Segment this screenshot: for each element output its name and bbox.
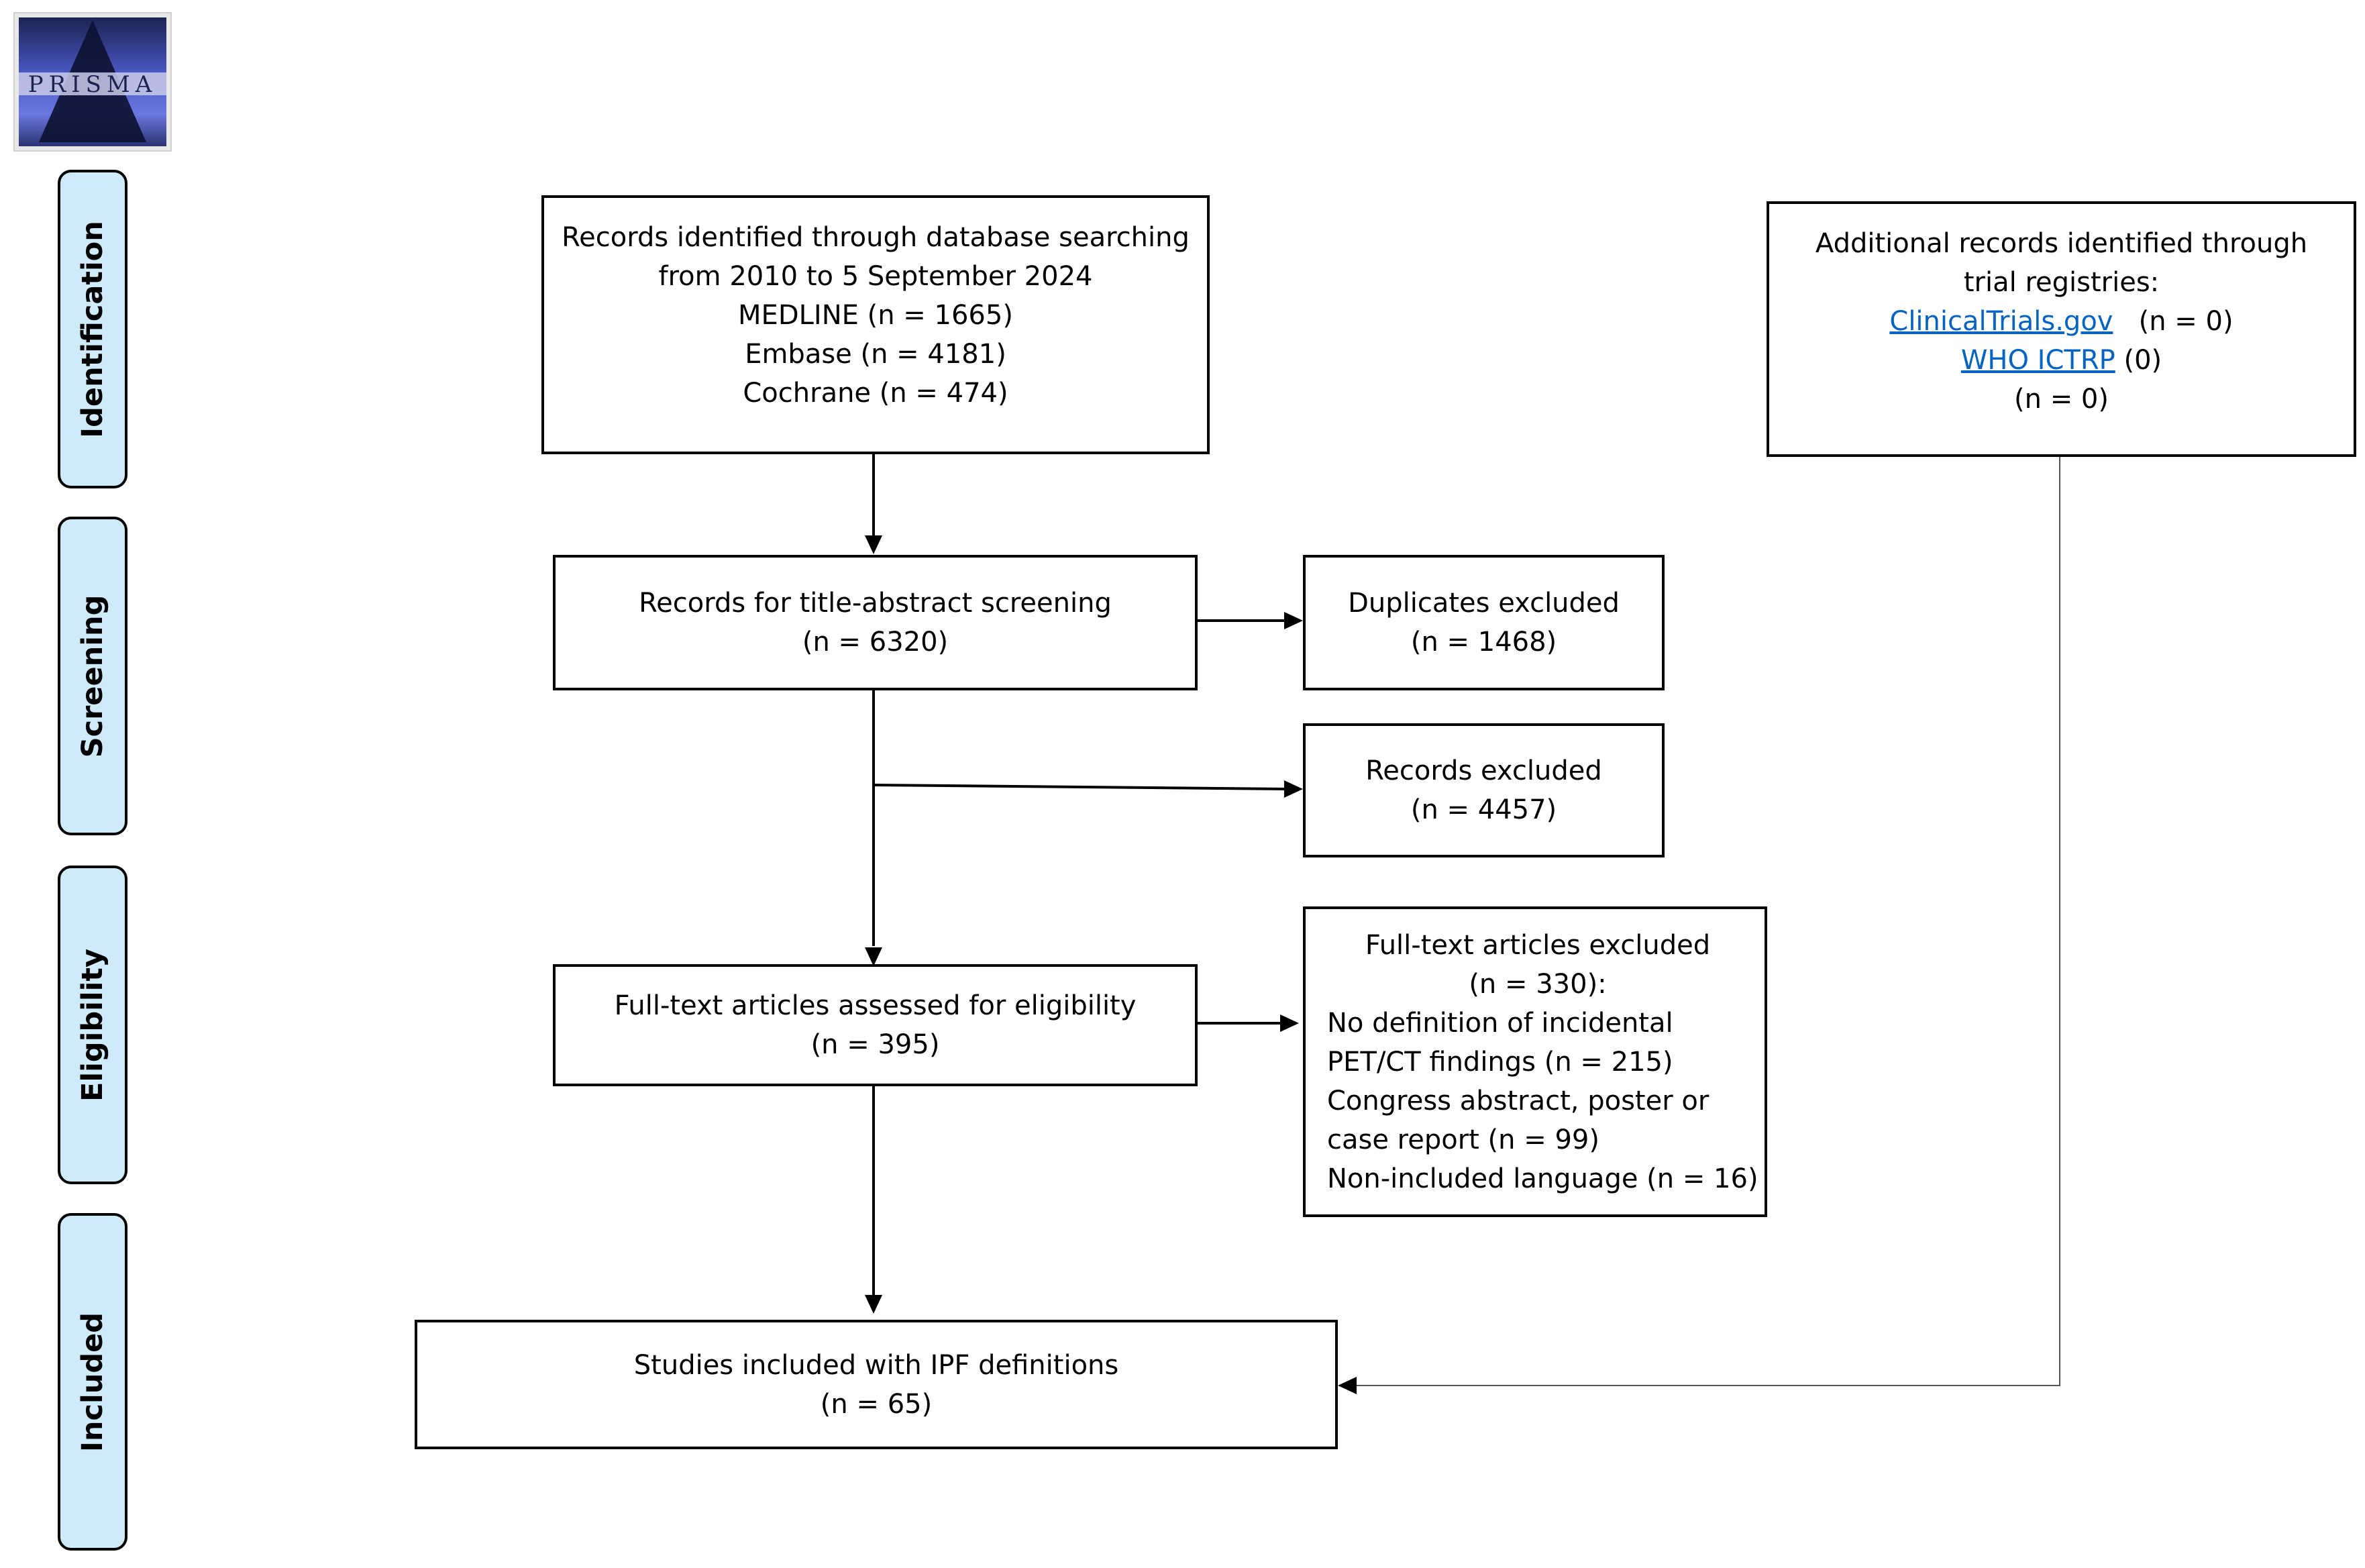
stage-screening: Screening <box>58 517 127 835</box>
line-additional-to-included <box>1353 455 2060 1386</box>
box-line: (n = 0) <box>2014 384 2109 415</box>
box-line: (n = 330): <box>1469 968 1607 1000</box>
registry-line-who: WHO ICTRP (0) <box>1961 341 2162 380</box>
box-line: Embase (n = 4181) <box>745 339 1006 370</box>
box-line: Records for title-abstract screening <box>639 588 1112 619</box>
exclusion-reason: PET/CT findings (n = 215) <box>1327 1046 1673 1078</box>
box-line: Cochrane (n = 474) <box>743 378 1008 409</box>
stage-included: Included <box>58 1213 127 1551</box>
box-line: (n = 395) <box>810 1029 940 1060</box>
box-line: from 2010 to 5 September 2024 <box>658 261 1093 292</box>
box-records-excluded: Records excluded (n = 4457) <box>1303 723 1665 857</box>
registry-line-clinicaltrials: ClinicalTrials.gov (n = 0) <box>1889 302 2233 341</box>
box-line: (n = 65) <box>820 1388 933 1420</box>
stage-identification: Identification <box>58 170 127 488</box>
box-database-records: Records identified through database sear… <box>541 195 1210 454</box>
box-fulltext-excluded: Full-text articles excluded (n = 330): N… <box>1303 906 1767 1217</box>
box-fulltext-assessed: Full-text articles assessed for eligibil… <box>553 964 1198 1086</box>
box-duplicates-excluded: Duplicates excluded (n = 1468) <box>1303 555 1665 690</box>
who-ictrp-link[interactable]: WHO ICTRP <box>1960 345 2115 376</box>
box-line: (n = 1468) <box>1410 627 1557 658</box>
box-line: MEDLINE (n = 1665) <box>738 300 1013 331</box>
box-additional-records: Additional records identified through tr… <box>1767 201 2356 457</box>
logo-text: PRISMA <box>28 71 158 98</box>
exclusion-reason: Congress abstract, poster or <box>1327 1085 1710 1116</box>
prisma-logo: PRISMA <box>13 12 172 152</box>
box-line: trial registries: <box>1963 267 2160 298</box>
arrow-to-records-excluded <box>873 784 1287 790</box>
box-line: (n = 6320) <box>802 627 949 658</box>
registry-count: (n = 0) <box>2138 306 2233 337</box>
box-line: Duplicates excluded <box>1348 588 1620 619</box>
clinicaltrials-link[interactable]: ClinicalTrials.gov <box>1889 306 2113 337</box>
box-line: Records excluded <box>1365 755 1602 786</box>
box-line: Studies included with IPF definitions <box>633 1349 1119 1381</box>
exclusion-reason: Non-included language (n = 16) <box>1327 1163 1758 1194</box>
box-title-abstract-screening: Records for title-abstract screening (n … <box>553 555 1198 690</box>
stage-eligibility: Eligibility <box>58 866 127 1184</box>
exclusion-reason: case report (n = 99) <box>1327 1124 1599 1155</box>
box-studies-included: Studies included with IPF definitions (n… <box>415 1320 1338 1449</box>
box-line: Additional records identified through <box>1815 228 2308 259</box>
exclusion-reason: No definition of incidental <box>1327 1007 1673 1039</box>
box-line: Full-text articles assessed for eligibil… <box>614 990 1137 1021</box>
box-line: Full-text articles excluded <box>1365 929 1711 961</box>
box-line: (n = 4457) <box>1410 794 1557 825</box>
box-line: Records identified through database sear… <box>562 222 1190 253</box>
registry-count: (0) <box>2123 345 2162 376</box>
